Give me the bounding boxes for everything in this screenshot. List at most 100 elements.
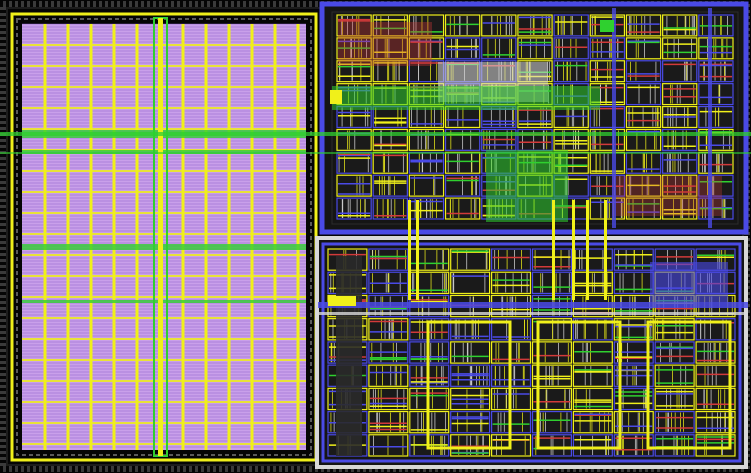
logic-cell	[698, 83, 734, 106]
logic-cell	[450, 271, 491, 295]
memory-array[interactable]	[10, 12, 318, 462]
array-column-strap	[181, 24, 185, 450]
vertical-interconnect	[572, 200, 575, 300]
upper-green-fill	[486, 150, 568, 222]
global-route-horizontal	[0, 152, 751, 154]
lower-logic-block[interactable]	[315, 236, 748, 469]
logic-cell	[662, 60, 698, 83]
upper-logic-cells	[332, 14, 734, 222]
upper-green-channel	[332, 86, 600, 110]
logic-cell	[662, 83, 698, 106]
via-stack	[600, 20, 614, 32]
logic-cell	[531, 318, 573, 341]
logic-cell	[372, 37, 408, 60]
lower-datapath-slice	[536, 320, 622, 450]
vertical-interconnect	[604, 200, 607, 300]
logic-cell	[553, 60, 589, 83]
logic-cell	[450, 248, 491, 271]
array-row-strap	[22, 443, 306, 445]
array-column-strap	[135, 24, 139, 450]
logic-cell	[695, 364, 736, 387]
logic-cell	[572, 410, 613, 434]
array-row-strap	[22, 65, 306, 67]
array-column-strap	[204, 24, 208, 450]
array-row-strap	[22, 212, 306, 214]
logic-cell	[531, 248, 573, 271]
logic-cell	[450, 318, 491, 341]
logic-cell	[589, 37, 626, 60]
logic-cell	[572, 318, 613, 341]
upper-cell-row-red	[338, 22, 432, 66]
array-row-strap	[22, 359, 306, 361]
logic-cell	[481, 37, 517, 60]
logic-cell	[444, 14, 481, 37]
logic-cell	[336, 174, 372, 197]
logic-cell	[698, 151, 734, 174]
array-row-strap	[22, 338, 306, 340]
array-row-strap	[22, 128, 306, 130]
array-row-strap	[22, 275, 306, 277]
logic-cell	[368, 248, 409, 271]
logic-cell	[625, 105, 662, 129]
array-green-bus	[22, 300, 306, 303]
logic-cell	[408, 14, 445, 37]
array-column-strap	[227, 24, 231, 450]
logic-cell	[450, 341, 491, 364]
vertical-interconnect	[408, 200, 411, 300]
lower-datapath-slice	[426, 320, 512, 450]
logic-cell	[444, 37, 481, 60]
logic-cell	[654, 318, 695, 341]
array-row-strap	[22, 191, 306, 193]
array-row-strap	[22, 44, 306, 46]
array-row-strap	[22, 422, 306, 424]
logic-cell	[654, 341, 695, 364]
logic-cell	[625, 83, 662, 106]
array-column-strap	[43, 24, 47, 450]
lower-datapath-slice	[646, 320, 732, 450]
logic-cell	[625, 60, 662, 83]
upper-block-inner	[331, 11, 739, 225]
logic-cell	[368, 318, 409, 341]
lower-blue-block	[650, 262, 728, 302]
logic-cell	[695, 341, 736, 364]
array-spine-yellow	[158, 18, 163, 456]
logic-cell	[531, 341, 573, 364]
array-row-strap	[22, 254, 306, 256]
logic-cell	[613, 318, 654, 341]
via-stack	[330, 90, 342, 104]
lower-io-column	[336, 256, 362, 456]
logic-cell	[662, 14, 698, 37]
vertical-interconnect	[586, 200, 589, 300]
array-column-strap	[250, 24, 254, 450]
upper-logic-block[interactable]	[319, 1, 749, 235]
memory-array-grid	[22, 23, 306, 450]
logic-cell	[491, 271, 532, 295]
lower-logic-cells	[327, 248, 736, 457]
logic-cell	[572, 341, 613, 364]
logic-cell	[698, 105, 734, 129]
logic-cell	[695, 318, 736, 341]
array-column-strap	[112, 24, 116, 450]
logic-cell	[517, 37, 553, 60]
array-row-strap	[22, 380, 306, 382]
vertical-power-strap	[612, 8, 616, 228]
array-column-strap	[296, 24, 300, 450]
logic-cell	[481, 14, 517, 37]
lower-block-inner	[321, 242, 742, 463]
logic-cell	[625, 14, 662, 37]
array-column-strap	[273, 24, 277, 450]
logic-cell	[368, 364, 409, 387]
logic-cell	[531, 410, 573, 434]
logic-cell	[450, 410, 491, 434]
vertical-interconnect	[552, 200, 555, 300]
upper-cell-row-red-2	[612, 176, 722, 216]
logic-cell	[613, 434, 654, 457]
logic-cell	[531, 387, 573, 411]
logic-cell	[572, 387, 613, 411]
logic-cell	[654, 410, 695, 434]
logic-cell	[408, 151, 445, 174]
logic-cell	[517, 14, 553, 37]
array-column-strap	[89, 24, 93, 450]
array-green-bus	[22, 244, 306, 250]
